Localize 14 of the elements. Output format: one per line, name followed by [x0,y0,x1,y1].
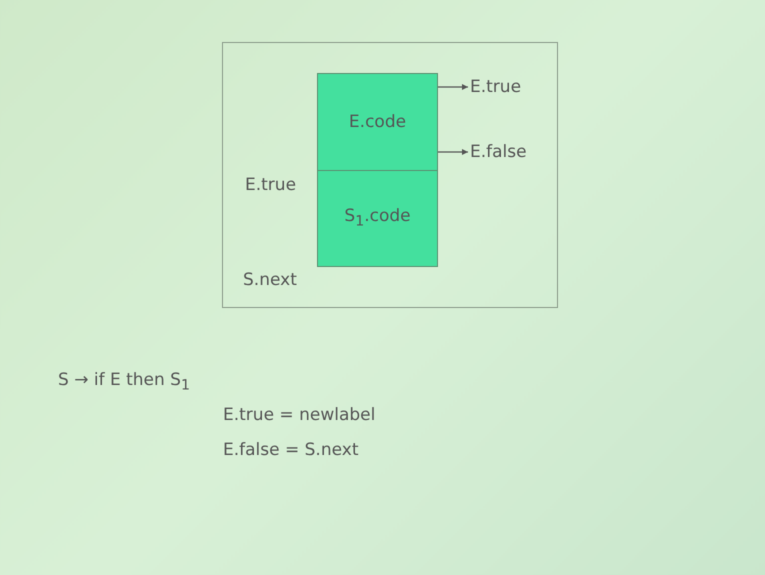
formula-text: E.true = newlabel [223,405,376,425]
arrow [438,149,468,155]
label-text: S.next [243,270,297,290]
outer-frame [222,42,558,308]
block-label: S$_{1}$.code [344,206,411,232]
code-block [317,170,438,267]
code-block [317,73,438,171]
target-label: E.false [470,141,546,163]
formula-text: E.false = S.next [223,440,358,460]
formula-text: S → if E then S$_{1}$ [58,370,190,396]
block-label: E.code [348,112,406,132]
target-label: E.true [470,76,538,98]
arrow [438,84,468,90]
label-text: E.true [245,175,296,195]
